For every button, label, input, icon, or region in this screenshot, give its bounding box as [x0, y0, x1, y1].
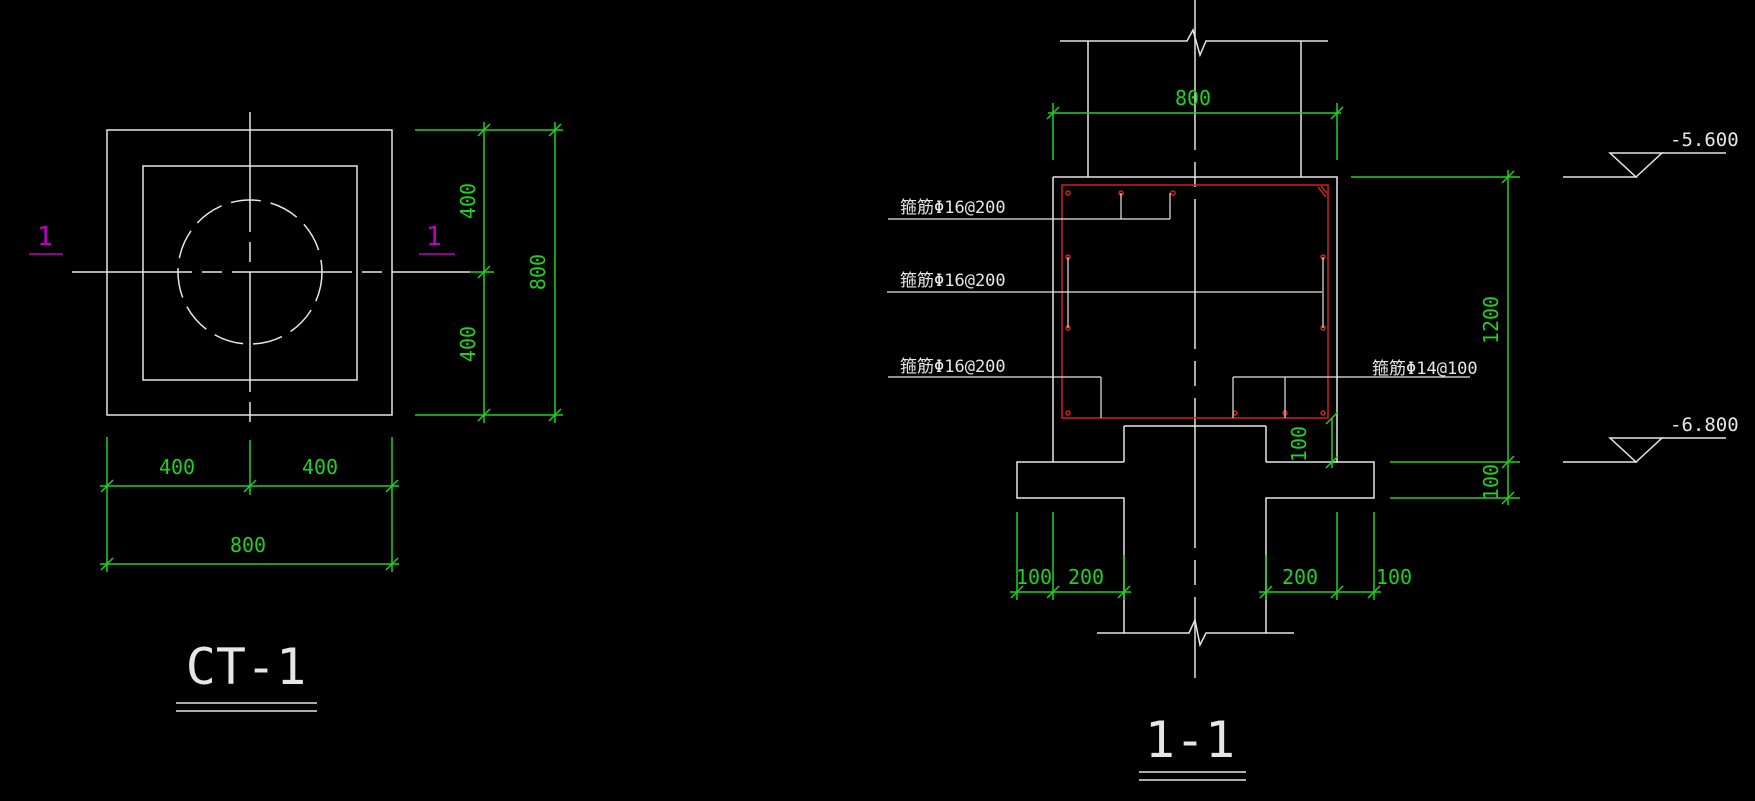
- section-mark-right: 1: [426, 222, 442, 252]
- section-dim-bottom-right-200: 200: [1282, 565, 1318, 589]
- plan-view: [72, 112, 470, 430]
- section-dim-height: 1200: [1479, 296, 1503, 344]
- section-dim-bottom-left-100: 100: [1016, 565, 1052, 589]
- section-cap-body: [1016, 176, 1375, 648]
- section-right-dimensions: [1325, 170, 1520, 505]
- section-dim-outer-100: 100: [1479, 464, 1503, 500]
- section-mark-left: 1: [37, 222, 53, 252]
- plan-dim-width-total: 800: [230, 533, 266, 557]
- section-dim-column-width: 800: [1175, 86, 1211, 110]
- rebar-label-right: 箍筋Φ14@100: [1372, 359, 1478, 379]
- elevation-label-top: -5.600: [1670, 129, 1739, 151]
- elevation-label-bottom: -6.800: [1670, 414, 1739, 436]
- plan-dim-right: 400: [302, 455, 338, 479]
- section-dim-bottom-right-100: 100: [1376, 565, 1412, 589]
- section-rebar-leaders: [887, 193, 1470, 418]
- plan-dim-top: 400: [456, 183, 480, 219]
- rebar-label-middle: 箍筋Φ16@200: [900, 271, 1006, 291]
- elevation-marker-top: [1563, 152, 1726, 178]
- plan-right-dimensions: [415, 122, 563, 423]
- plan-dim-height-total: 800: [526, 254, 550, 290]
- section-bottom-break-line: [1097, 617, 1294, 648]
- plan-dim-bottom: 400: [456, 326, 480, 362]
- section-title: 1-1: [1145, 711, 1235, 769]
- plan-section-marks: 1 1: [29, 222, 455, 255]
- section-dim-bottom-left-200: 200: [1068, 565, 1104, 589]
- plan-dim-left: 400: [159, 455, 195, 479]
- plan-bottom-dimensions: [100, 437, 399, 572]
- plan-title: CT-1: [186, 638, 306, 696]
- rebar-label-top: 箍筋Φ16@200: [900, 198, 1006, 218]
- section-top-dimension: [1046, 103, 1344, 160]
- section-reinforcement: [1061, 184, 1329, 419]
- section-column-above: [1060, 28, 1328, 177]
- elevation-marker-bottom: [1563, 437, 1726, 463]
- section-bottom-dimensions: [1010, 512, 1381, 600]
- section-dim-inner-100: 100: [1287, 426, 1311, 462]
- rebar-label-bottom: 箍筋Φ16@200: [900, 357, 1006, 377]
- section-top-break-line: [1060, 28, 1328, 58]
- reinforcement-cage: [1061, 184, 1329, 419]
